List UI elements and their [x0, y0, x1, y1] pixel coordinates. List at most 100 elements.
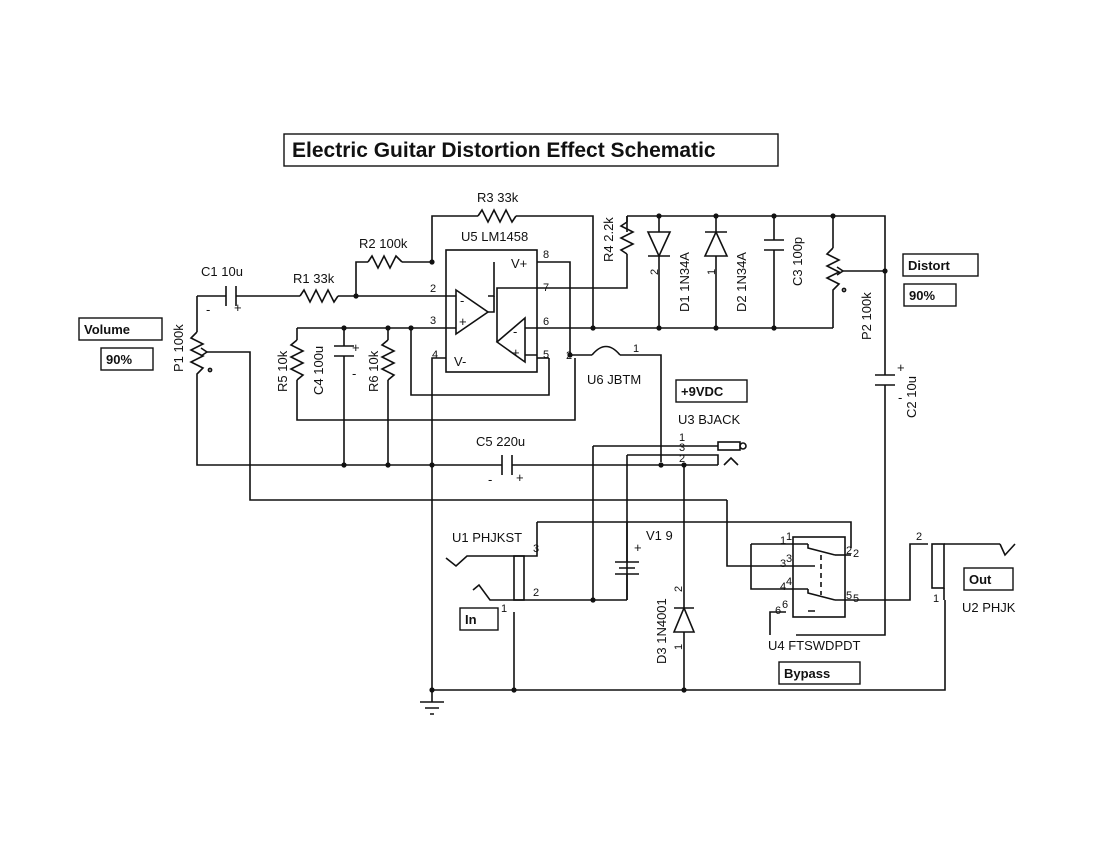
capacitor-c1: C1 10u - +: [201, 264, 243, 317]
svg-text:C1 10u: C1 10u: [201, 264, 243, 279]
svg-text:1: 1: [933, 593, 939, 605]
svg-text:+9VDC: +9VDC: [681, 384, 724, 399]
svg-text:U2 PHJK: U2 PHJK: [962, 600, 1016, 615]
barrel-jack-u3: 1 3 2 U3 BJACK: [678, 412, 747, 466]
svg-text:6: 6: [775, 605, 781, 617]
svg-text:8: 8: [543, 249, 549, 261]
svg-text:+: +: [234, 300, 242, 315]
potentiometer-p1: P1 100k: [171, 324, 213, 380]
capacitor-c4: + - C4 100u: [311, 340, 360, 395]
footswitch-u4: 1 1 3 3 4 4 6 6 2 2 5 5 U4 FTSWDPDT: [768, 531, 861, 653]
svg-text:6: 6: [782, 599, 788, 611]
svg-text:3: 3: [679, 442, 685, 454]
svg-text:1: 1: [673, 644, 685, 650]
svg-text:V1 9: V1 9: [646, 528, 673, 543]
svg-text:5: 5: [853, 593, 859, 605]
svg-text:R6 10k: R6 10k: [366, 350, 381, 392]
title-box: [283, 133, 779, 167]
resistor-r4: R4 2.2k: [601, 216, 635, 262]
svg-text:2: 2: [430, 283, 436, 295]
svg-text:3: 3: [780, 558, 786, 570]
svg-text:3: 3: [533, 543, 539, 555]
svg-text:2: 2: [846, 545, 852, 557]
resistor-r6: R6 10k: [366, 339, 396, 392]
capacitor-c2: + - C2 10u: [875, 360, 919, 418]
svg-text:2: 2: [916, 531, 922, 543]
resistor-r5: R5 10k: [275, 339, 305, 392]
svg-text:-: -: [513, 324, 517, 339]
svg-text:U6 JBTM: U6 JBTM: [587, 372, 641, 387]
svg-text:U4 FTSWDPDT: U4 FTSWDPDT: [768, 638, 861, 653]
diode-d1: 2 D1 1N34A: [646, 231, 692, 312]
distort-value: 90%: [903, 283, 957, 307]
svg-text:2: 2: [649, 269, 661, 275]
svg-text:C3 100p: C3 100p: [790, 237, 805, 286]
svg-text:+: +: [512, 345, 520, 360]
bypass-label: Bypass: [778, 661, 861, 685]
svg-text:Out: Out: [969, 572, 992, 587]
resistor-r2: R2 100k: [359, 236, 408, 270]
volume-label: Volume: [78, 317, 163, 341]
svg-text:2: 2: [853, 548, 859, 560]
svg-text:R3 33k: R3 33k: [477, 190, 519, 205]
potentiometer-p2: P2 100k: [825, 247, 874, 340]
svg-text:-: -: [460, 293, 464, 308]
svg-text:D2 1N34A: D2 1N34A: [734, 252, 749, 312]
diode-d2: 1 D2 1N34A: [703, 230, 749, 312]
svg-text:R5 10k: R5 10k: [275, 350, 290, 392]
volume-value: 90%: [100, 347, 154, 371]
input-jack-u1: 3 2 1 U1 PHJKST: [445, 530, 539, 615]
svg-text:-: -: [898, 390, 902, 405]
svg-text:+: +: [352, 340, 360, 355]
opamp-u5: U5 LM1458 - + - + V+ V- 2 3 4 5 6 7 8: [430, 229, 549, 373]
svg-text:1: 1: [786, 531, 792, 543]
svg-text:4: 4: [780, 581, 786, 593]
diode-d3: 2 1 D3 1N4001: [654, 586, 696, 664]
svg-text:1: 1: [501, 603, 507, 615]
svg-text:R4 2.2k: R4 2.2k: [601, 217, 616, 262]
svg-text:In: In: [465, 612, 477, 627]
svg-text:P1 100k: P1 100k: [171, 324, 186, 372]
svg-text:1: 1: [679, 432, 685, 444]
junctions: [341, 213, 888, 693]
in-label: In: [459, 607, 499, 631]
svg-text:C5 220u: C5 220u: [476, 434, 525, 449]
resistor-r3: R3 33k: [477, 190, 519, 224]
svg-text:U3 BJACK: U3 BJACK: [678, 412, 740, 427]
svg-text:Volume: Volume: [84, 322, 130, 337]
jumper-u6: 2 1 U6 JBTM: [566, 343, 641, 387]
svg-text:1: 1: [706, 269, 718, 275]
svg-text:R1 33k: R1 33k: [293, 271, 335, 286]
svg-text:-: -: [488, 472, 492, 487]
svg-text:P2 100k: P2 100k: [859, 292, 874, 340]
svg-text:7: 7: [543, 282, 549, 294]
svg-text:C2 10u: C2 10u: [904, 376, 919, 418]
svg-text:+: +: [634, 540, 642, 555]
svg-text:U1 PHJKST: U1 PHJKST: [452, 530, 522, 545]
svg-text:V+: V+: [511, 256, 527, 271]
svg-text:90%: 90%: [106, 352, 132, 367]
svg-text:+: +: [897, 360, 905, 375]
svg-text:1: 1: [633, 343, 639, 355]
distort-label: Distort: [902, 253, 979, 277]
svg-text:D1 1N34A: D1 1N34A: [677, 252, 692, 312]
resistor-r1: R1 33k: [293, 271, 339, 304]
battery-v1: + V1 9: [615, 522, 673, 584]
svg-text:4: 4: [786, 576, 792, 588]
svg-text:90%: 90%: [909, 288, 935, 303]
svg-text:D3 1N4001: D3 1N4001: [654, 598, 669, 664]
svg-text:5: 5: [846, 590, 852, 602]
output-jack-u2: 2 1 U2 PHJK: [916, 531, 1016, 615]
svg-text:2: 2: [673, 586, 685, 592]
svg-text:-: -: [352, 366, 356, 381]
svg-text:2: 2: [679, 453, 685, 465]
svg-text:Distort: Distort: [908, 258, 951, 273]
supply-label: +9VDC: [675, 379, 748, 403]
svg-text:Bypass: Bypass: [784, 666, 830, 681]
svg-text:C4 100u: C4 100u: [311, 346, 326, 395]
wires: [196, 215, 1000, 691]
svg-text:+: +: [459, 314, 467, 329]
capacitor-c3: C3 100p: [764, 237, 805, 286]
svg-text:4: 4: [432, 349, 438, 361]
